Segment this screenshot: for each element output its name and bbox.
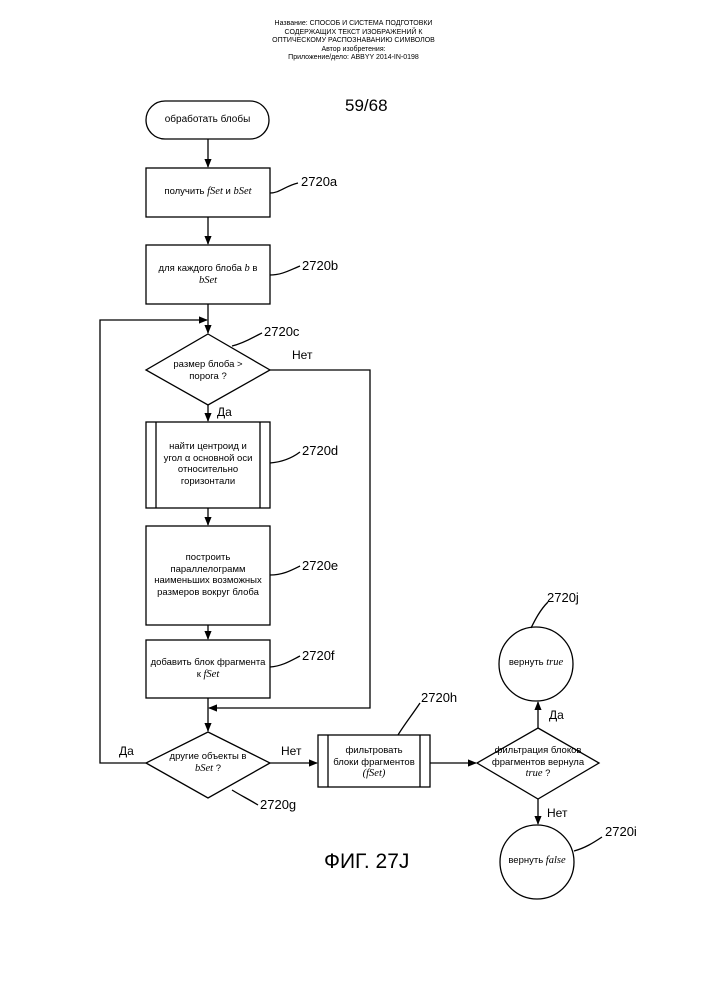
ref-2720e: 2720e xyxy=(302,558,338,573)
start-label: обработать блобы xyxy=(146,114,269,126)
branch-no-label: Нет xyxy=(292,348,312,362)
loop-prefix: для каждого блоба xyxy=(159,263,245,274)
more-objects-prefix: другие объекты в xyxy=(156,751,260,763)
question-mark: ? xyxy=(542,768,550,779)
filter-decision-label: фильтрация блоков фрагментов вернула tru… xyxy=(477,745,599,780)
branch-yes-label: Да xyxy=(217,405,232,419)
return-prefix: вернуть xyxy=(508,855,545,866)
fset-term: (fSet) xyxy=(328,768,420,780)
branch-yes-label: Да xyxy=(119,744,134,758)
start-text: обработать блобы xyxy=(165,114,251,125)
filter-label: фильтровать блоки фрагментов (fSet) xyxy=(328,745,420,780)
filter-line-1: фильтровать xyxy=(328,745,420,757)
parallelogram-label: построить параллелограмм наименьших возм… xyxy=(146,552,270,598)
true-term: true xyxy=(526,768,543,779)
bset-term: bSet xyxy=(233,186,251,197)
add-fragment-label: добавить блок фрагмента к fSet xyxy=(146,657,270,680)
return-prefix: вернуть xyxy=(509,657,546,668)
fset-term: fSet xyxy=(204,669,220,680)
add-fragment-to: к xyxy=(197,669,204,680)
ref-2720f: 2720f xyxy=(302,648,335,663)
bset-term: bSet xyxy=(146,275,270,287)
bset-term: bSet xyxy=(195,763,213,774)
ref-2720j: 2720j xyxy=(547,590,579,605)
size-decision-label: размер блоба > порога ? xyxy=(150,359,266,382)
ref-2720i: 2720i xyxy=(605,824,637,839)
get-sets-and: и xyxy=(223,186,234,197)
figure-caption: ФИГ. 27J xyxy=(324,850,409,874)
question-mark: ? xyxy=(213,763,221,774)
branch-no-label: Нет xyxy=(281,744,301,758)
return-false-label: вернуть false xyxy=(500,855,574,867)
centroid-label: найти центроид и угол α основной оси отн… xyxy=(156,441,260,487)
filter-decision-line-1: фильтрация блоков xyxy=(477,745,599,757)
get-sets-label: получить fSet и bSet xyxy=(146,186,270,198)
get-sets-prefix: получить xyxy=(164,186,207,197)
add-fragment-prefix: добавить блок фрагмента xyxy=(146,657,270,669)
ref-2720a: 2720a xyxy=(301,174,337,189)
loop-in: в xyxy=(250,263,258,274)
branch-no-label: Нет xyxy=(547,806,567,820)
ref-2720c: 2720c xyxy=(264,324,299,339)
return-true-label: вернуть true xyxy=(499,657,573,669)
true-term: true xyxy=(546,657,563,668)
ref-2720g: 2720g xyxy=(260,797,296,812)
ref-2720d: 2720d xyxy=(302,443,338,458)
loop-label: для каждого блоба b в bSet xyxy=(146,263,270,286)
ref-2720h: 2720h xyxy=(421,690,457,705)
fset-term: fSet xyxy=(207,186,223,197)
more-objects-label: другие объекты в bSet ? xyxy=(156,751,260,774)
filter-line-2: блоки фрагментов xyxy=(328,757,420,769)
filter-decision-line-2: фрагментов вернула xyxy=(477,757,599,769)
false-term: false xyxy=(546,855,566,866)
ref-2720b: 2720b xyxy=(302,258,338,273)
branch-yes-label: Да xyxy=(549,708,564,722)
